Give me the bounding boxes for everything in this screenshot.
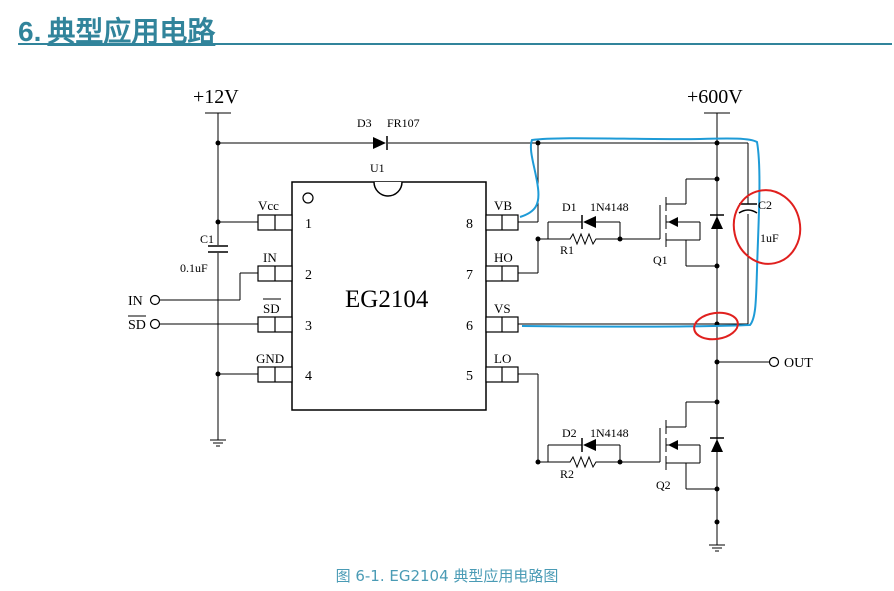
d3-part-label: FR107 <box>387 116 420 130</box>
q2-label: Q2 <box>656 478 671 492</box>
c1-capacitor <box>208 245 228 253</box>
q2-arrow <box>668 440 678 450</box>
d2-diode <box>581 438 596 452</box>
pin5-name: LO <box>494 351 511 366</box>
pin3-number: 3 <box>305 319 312 334</box>
pin1-marker <box>302 192 314 204</box>
ic-ref-label: U1 <box>370 161 385 175</box>
d1-part-label: 1N4148 <box>590 200 629 214</box>
pin4-name: GND <box>256 351 284 366</box>
d1-ref-label: D1 <box>562 200 577 214</box>
c1-ref-label: C1 <box>200 232 214 246</box>
r2-label: R2 <box>560 467 574 481</box>
pin2-name: IN <box>263 250 277 265</box>
terminals <box>149 294 780 368</box>
d3-ref-label: D3 <box>357 116 372 130</box>
d2-part-label: 1N4148 <box>590 426 629 440</box>
pin7-number: 7 <box>466 268 473 283</box>
supply-high-label: +600V <box>687 86 743 108</box>
junctions <box>215 140 720 525</box>
q1-body-diode <box>710 214 724 229</box>
d1-diode <box>581 215 596 229</box>
figure-caption: 图 6-1. EG2104 典型应用电路图 <box>335 567 559 585</box>
wires <box>160 112 770 552</box>
d2-ref-label: D2 <box>562 426 577 440</box>
red-annotation-vs-node <box>693 311 739 341</box>
sd-input-label: SD <box>128 318 146 333</box>
q1-label: Q1 <box>653 253 668 267</box>
pin6-number: 6 <box>466 319 473 334</box>
pin5-number: 5 <box>466 369 473 384</box>
ic-notch <box>373 181 403 197</box>
d3-diode <box>373 136 388 150</box>
q1-arrow <box>668 217 678 227</box>
c2-value-label: 1uF <box>760 231 779 245</box>
pin-boxes <box>257 214 519 383</box>
pin1-number: 1 <box>305 217 312 232</box>
q2-body-diode <box>710 437 724 452</box>
r1-resistor <box>564 232 600 246</box>
section-title: 典型应用电路 <box>47 15 216 48</box>
blue-annotation-loop <box>519 137 761 328</box>
r1-label: R1 <box>560 243 574 257</box>
pin3-name: SD <box>263 301 280 316</box>
pin6-name: VS <box>494 301 511 316</box>
c1-value-label: 0.1uF <box>180 261 208 275</box>
pin8-name: VB <box>494 198 512 213</box>
ic-name-label: EG2104 <box>345 286 429 313</box>
section-heading: 6.典型应用电路 <box>18 10 215 50</box>
pin8-number: 8 <box>466 217 473 232</box>
section-number: 6. <box>18 16 42 47</box>
in-input-label: IN <box>128 294 143 309</box>
pin2-number: 2 <box>305 268 312 283</box>
ic-body <box>291 181 487 411</box>
pin7-name: HO <box>494 250 513 265</box>
red-annotation-c2 <box>732 189 802 265</box>
pin1-name: Vcc <box>258 198 279 213</box>
supply-low-label: +12V <box>193 86 239 108</box>
output-label: OUT <box>784 356 813 371</box>
c2-capacitor <box>738 196 758 214</box>
c2-ref-label: C2 <box>758 198 772 212</box>
pin4-number: 4 <box>305 369 312 384</box>
heading-rule <box>18 43 892 45</box>
r2-resistor <box>564 455 600 469</box>
